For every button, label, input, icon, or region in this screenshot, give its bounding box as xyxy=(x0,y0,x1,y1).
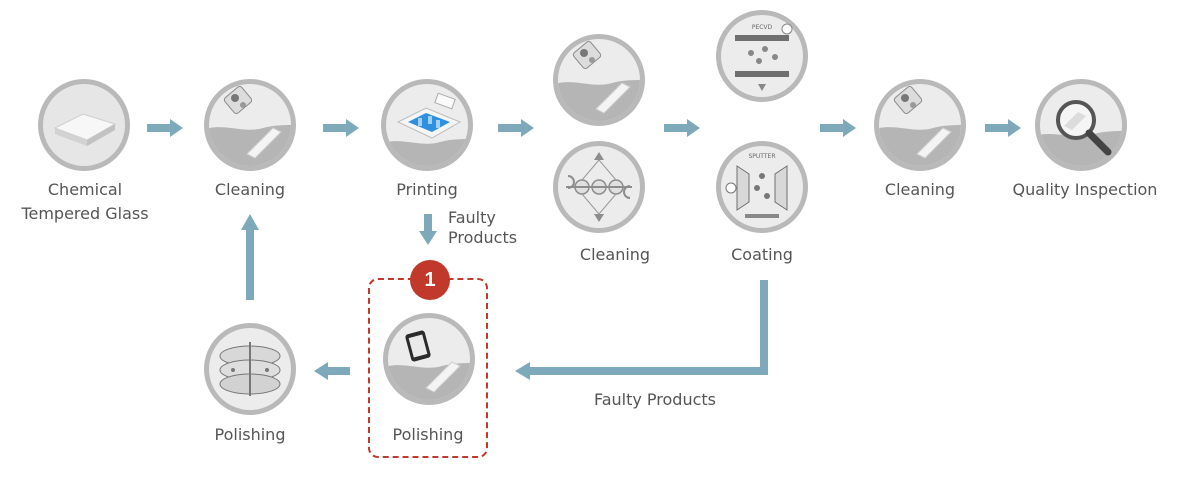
arrow-right-1 xyxy=(147,119,183,137)
faulty-products-bottom-label: Faulty Products xyxy=(593,390,717,409)
arrow-right-4 xyxy=(664,119,700,137)
printing-label: Printing xyxy=(396,180,458,199)
polishing-left-label: Polishing xyxy=(214,425,286,444)
arrow-coating-return xyxy=(515,280,768,380)
cleaning-2-label: Cleaning xyxy=(579,245,651,264)
faulty-products-top-label: Faulty Products xyxy=(448,208,518,247)
arrow-right-2 xyxy=(323,119,359,137)
arrow-down-faulty xyxy=(419,214,437,245)
pecvd-text: PECVD xyxy=(752,24,773,31)
chemical-glass-label: Chemical Tempered Glass xyxy=(21,180,149,223)
cleaning-1-label: Cleaning xyxy=(214,180,286,199)
polishing-device-icon xyxy=(382,312,476,406)
arrow-right-6 xyxy=(985,119,1021,137)
cleaning-2-top-icon xyxy=(552,33,646,127)
sputter-text: SPUTTER xyxy=(748,153,775,160)
arrow-left-polish xyxy=(314,362,350,380)
cleaning-1-icon xyxy=(203,78,297,172)
magnifier-icon xyxy=(1034,78,1128,172)
step-number-badge: 1 xyxy=(410,260,450,300)
printing-icon xyxy=(380,78,474,172)
cleaning-3-label: Cleaning xyxy=(884,180,956,199)
cleaning-2-bottom-icon xyxy=(552,140,646,234)
polishing-disc-icon xyxy=(203,322,297,416)
arrow-right-5 xyxy=(820,119,856,137)
arrow-right-3 xyxy=(498,119,534,137)
polishing-highlight-label: Polishing xyxy=(392,425,464,444)
arrow-up-return xyxy=(241,214,259,300)
pecvd-coating-icon: PECVD xyxy=(715,9,809,103)
coating-label: Coating xyxy=(731,245,793,264)
chemical-glass-icon xyxy=(37,78,131,172)
sputter-coating-icon: SPUTTER xyxy=(715,140,809,234)
quality-inspection-label: Quality Inspection xyxy=(1012,180,1158,199)
cleaning-3-icon xyxy=(873,78,967,172)
